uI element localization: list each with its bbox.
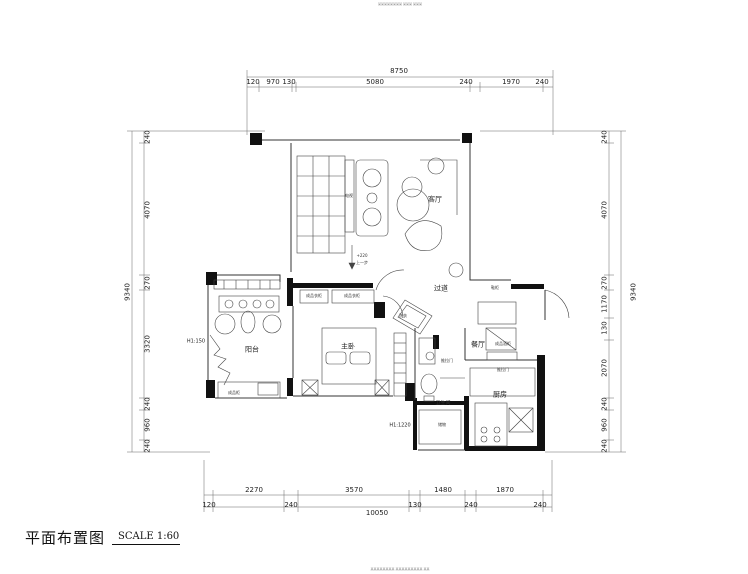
dim-right-seg: 240: [600, 397, 609, 411]
corridor-and-bath-fixtures: [392, 299, 462, 445]
dim-bottom-seg: 2270: [245, 486, 263, 494]
storage-label: 储物: [438, 422, 446, 427]
dining-kitchen-fixtures: [375, 269, 570, 447]
wardrobe-label: 成品衣柜: [344, 293, 360, 298]
dim-left-overall: 9340: [123, 283, 132, 301]
wardrobe-label: 成品衣柜: [306, 293, 322, 298]
room-label-passage: 过道: [434, 284, 448, 293]
dim-bottom-overall: 10050: [365, 509, 389, 517]
level-note: H1:1220: [389, 422, 411, 429]
dim-top-seg: 1970: [502, 78, 520, 86]
thin-walls: [207, 139, 546, 451]
dim-top-seg: 240: [535, 78, 549, 86]
dim-left-seg: 4070: [143, 201, 152, 219]
living-room-furniture: [296, 155, 464, 278]
dim-right-seg: 4070: [600, 201, 609, 219]
drawing-scale: SCALE 1:60: [118, 531, 180, 542]
step-note: 上一步: [356, 260, 368, 265]
walls: [206, 133, 545, 451]
dim-bottom-seg: 240: [284, 501, 298, 509]
scale-underline: [112, 544, 180, 545]
dim-left-seg: 270: [143, 276, 152, 290]
dim-top-seg: 120: [246, 78, 260, 86]
room-label-master-bedroom: 主卧: [341, 342, 355, 351]
dim-right-seg: 1170: [600, 295, 609, 313]
room-label-kitchen: 厨房: [493, 390, 507, 399]
dim-bottom-seg: 1870: [496, 486, 514, 494]
dim-left-seg: 240: [143, 397, 152, 411]
balcony-height-note: H1:150: [186, 338, 206, 345]
step-level-note: +220: [356, 253, 368, 258]
dim-right-seg: 240: [600, 130, 609, 144]
dim-top-seg: 240: [459, 78, 473, 86]
shoe-cabinet-label: 鞋柜: [491, 285, 499, 290]
dim-bottom-seg: 3570: [345, 486, 363, 494]
dim-right-seg: 130: [600, 321, 609, 335]
sliding-door-label: 推拉门: [441, 358, 453, 363]
wash-label: 洗衣: [399, 313, 407, 318]
sliding-door-label: 推拉门: [497, 367, 509, 372]
tv-label: 电视: [345, 193, 353, 198]
dim-right-seg: 270: [600, 276, 609, 290]
dim-top-seg: 5080: [366, 78, 384, 86]
dim-right-overall: 9340: [629, 283, 638, 301]
dim-left-seg: 240: [143, 439, 152, 453]
room-label-bathroom: 卫生间: [435, 400, 451, 407]
dim-bottom-seg: 1480: [434, 486, 452, 494]
header-note: 某某某某某某某某 某某某 某某某: [378, 2, 422, 6]
footer-note: 某某某某某某某某 某某某某某某某某某 某某: [370, 567, 430, 571]
dim-left-seg: 3320: [143, 335, 152, 353]
dim-right-seg: 960: [600, 418, 609, 432]
dim-right-seg: 240: [600, 439, 609, 453]
balcony-cabinet-label: 成品柜: [228, 390, 240, 395]
room-label-dining: 餐厅: [471, 340, 485, 349]
balcony-furniture: [209, 279, 282, 399]
room-label-balcony: 阳台: [245, 345, 259, 354]
bedroom-furniture: [299, 289, 404, 396]
dim-bottom-seg: 120: [202, 501, 216, 509]
dim-right-seg: 2070: [600, 359, 609, 377]
room-label-living: 客厅: [428, 195, 442, 204]
drawing-title: 平面布置图: [25, 529, 106, 547]
dim-top-seg: 130: [282, 78, 296, 86]
dim-bottom-seg: 130: [408, 501, 422, 509]
dim-top-seg: 970: [266, 78, 280, 86]
dining-cabinet-label: 成品酒柜: [495, 341, 511, 346]
dim-left-seg: 960: [143, 418, 152, 432]
dim-bottom-seg: 240: [464, 501, 478, 509]
dim-bottom-seg: 240: [533, 501, 547, 509]
dimension-lines: [127, 70, 626, 512]
dim-left-seg: 240: [143, 130, 152, 144]
dim-top-overall: 8750: [390, 67, 408, 75]
